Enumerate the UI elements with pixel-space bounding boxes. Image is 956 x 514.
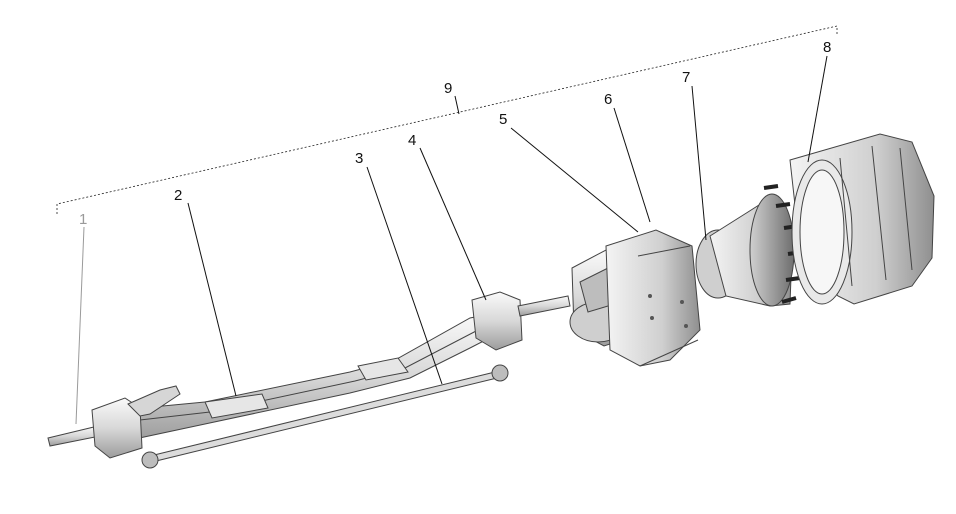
tie-rod <box>141 364 509 469</box>
leader-5 <box>510 127 639 233</box>
brake-drum <box>789 133 935 305</box>
leader-lines <box>75 55 828 425</box>
leader-7 <box>691 85 707 241</box>
leader-8 <box>807 55 828 163</box>
leader-4 <box>419 147 487 301</box>
label-1: 1 <box>79 211 87 228</box>
right-steering-knuckle <box>471 291 571 351</box>
label-4: 4 <box>408 132 416 149</box>
leader-6 <box>613 107 651 223</box>
callout-labels: 1 2 3 4 5 6 7 8 9 <box>79 39 831 228</box>
left-steering-knuckle <box>47 385 181 459</box>
label-2: 2 <box>174 187 182 204</box>
label-8: 8 <box>823 39 831 56</box>
label-6: 6 <box>604 91 612 108</box>
leader-3 <box>366 166 443 385</box>
leader-1 <box>75 226 85 425</box>
leader-9 <box>454 95 460 115</box>
label-5: 5 <box>499 111 507 128</box>
leader-2 <box>187 202 237 397</box>
group-bracket <box>56 25 838 214</box>
brake-shoe-plate <box>605 229 701 367</box>
wheel-hub <box>695 184 803 307</box>
label-7: 7 <box>682 69 690 86</box>
label-9: 9 <box>444 80 452 97</box>
label-3: 3 <box>355 150 363 167</box>
